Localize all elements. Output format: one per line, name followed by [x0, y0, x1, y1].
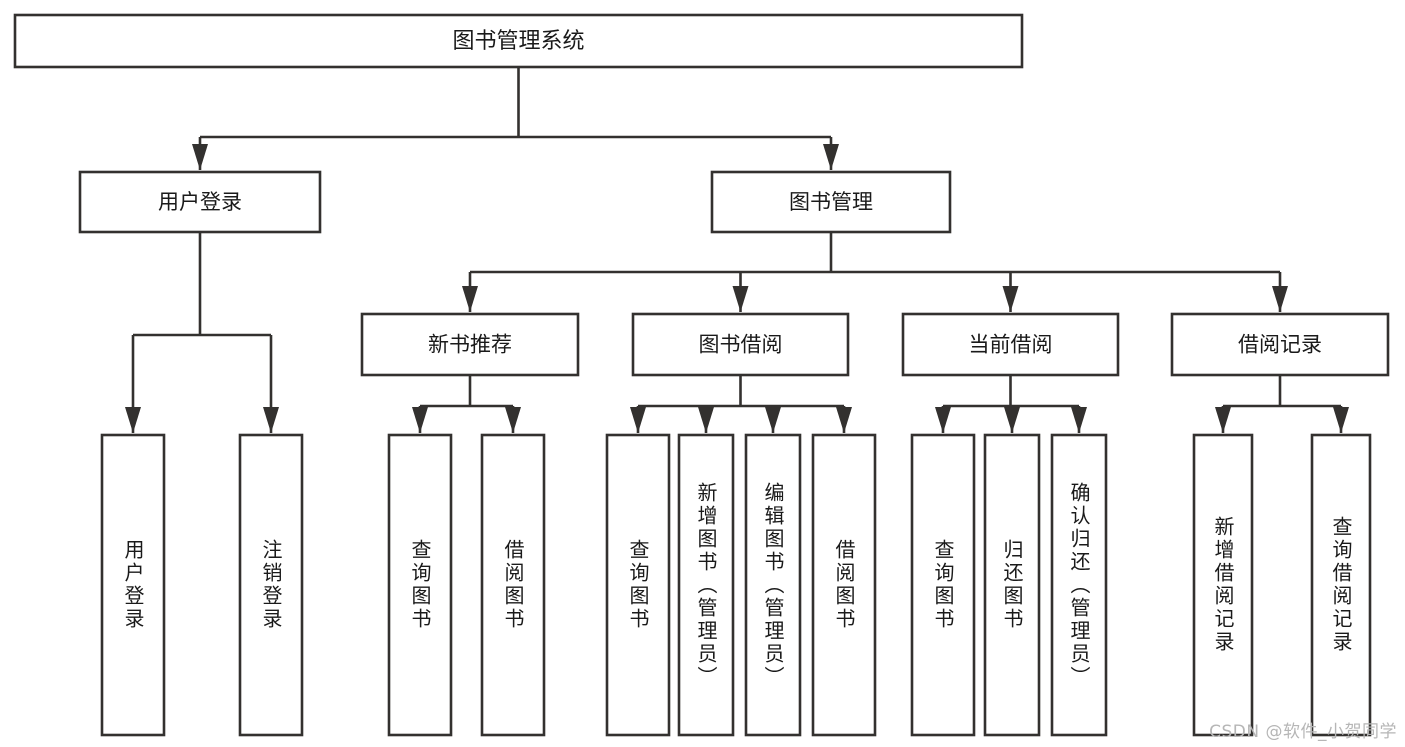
arrowhead: [462, 286, 478, 312]
node-user-login-label: 用户登录: [158, 190, 242, 214]
arrowhead: [263, 407, 279, 433]
node-leaf-add-record[interactable]: [1192, 433, 1254, 737]
node-leaf-query-book-3-rect: [910, 433, 976, 737]
node-leaf-query-book-2-rect: [605, 433, 671, 737]
node-leaf-query-record-rect: [1310, 433, 1372, 737]
node-book-manage[interactable]: 图书管理: [710, 170, 952, 234]
node-new-book-recommend[interactable]: 新书推荐: [360, 312, 580, 377]
node-root-label: 图书管理系统: [452, 29, 584, 54]
node-leaf-add-book-rect: [677, 433, 735, 737]
node-borrow-record-label: 借阅记录: [1238, 333, 1322, 357]
node-leaf-confirm-return[interactable]: [1050, 433, 1108, 737]
node-book-manage-rect: [710, 170, 952, 234]
arrowhead: [192, 144, 208, 170]
node-new-book-recommend-label: 新书推荐: [428, 333, 512, 357]
node-leaf-query-record[interactable]: [1310, 433, 1372, 737]
node-leaf-add-book[interactable]: [677, 433, 735, 737]
arrowhead: [125, 407, 141, 433]
node-leaf-add-record-rect: [1192, 433, 1254, 737]
arrowhead: [1215, 407, 1231, 433]
arrowhead: [1004, 407, 1020, 433]
node-leaf-borrow-book-1[interactable]: [480, 433, 546, 737]
node-leaf-query-book-1[interactable]: [387, 433, 453, 737]
node-leaf-user-login[interactable]: [100, 433, 166, 737]
node-user-login-rect: [78, 170, 322, 234]
arrowhead: [505, 407, 521, 433]
node-leaf-return-book[interactable]: [983, 433, 1041, 737]
arrowhead: [935, 407, 951, 433]
arrowhead: [823, 144, 839, 170]
node-root[interactable]: 图书管理系统: [13, 13, 1024, 69]
node-user-login[interactable]: 用户登录: [78, 170, 322, 234]
watermark: CSDN @软件_小贺同学: [1209, 722, 1397, 742]
node-leaf-user-login-rect: [100, 433, 166, 737]
node-new-book-recommend-rect: [360, 312, 580, 377]
connectors-layer: [125, 67, 1349, 433]
arrowhead: [836, 407, 852, 433]
arrowhead: [412, 407, 428, 433]
arrowhead: [698, 407, 714, 433]
node-book-borrow-label: 图书借阅: [699, 333, 783, 357]
node-leaf-logout-rect: [238, 433, 304, 737]
node-current-borrow[interactable]: 当前借阅: [901, 312, 1120, 377]
node-leaf-borrow-book-2[interactable]: [811, 433, 877, 737]
node-leaf-borrow-book-2-rect: [811, 433, 877, 737]
arrowhead: [732, 286, 749, 312]
arrowhead: [1071, 407, 1087, 433]
node-book-manage-label: 图书管理: [789, 190, 873, 214]
node-leaf-edit-book-rect: [744, 433, 802, 737]
arrowhead: [1333, 407, 1349, 433]
node-book-borrow[interactable]: 图书借阅: [631, 312, 850, 377]
node-leaf-logout[interactable]: [238, 433, 304, 737]
node-root-rect: [13, 13, 1024, 69]
node-leaf-edit-book[interactable]: [744, 433, 802, 737]
node-book-borrow-rect: [631, 312, 850, 377]
node-leaf-return-book-rect: [983, 433, 1041, 737]
node-leaf-query-book-2[interactable]: [605, 433, 671, 737]
arrowhead: [1272, 286, 1288, 312]
node-leaf-query-book-1-rect: [387, 433, 453, 737]
node-borrow-record-rect: [1170, 312, 1390, 377]
node-current-borrow-label: 当前借阅: [969, 333, 1053, 357]
node-leaf-query-book-3[interactable]: [910, 433, 976, 737]
arrowhead: [765, 407, 781, 433]
node-leaf-confirm-return-rect: [1050, 433, 1108, 737]
node-borrow-record[interactable]: 借阅记录: [1170, 312, 1390, 377]
arrowhead: [630, 407, 646, 433]
arrowhead: [1002, 286, 1019, 312]
node-current-borrow-rect: [901, 312, 1120, 377]
node-leaf-borrow-book-1-rect: [480, 433, 546, 737]
